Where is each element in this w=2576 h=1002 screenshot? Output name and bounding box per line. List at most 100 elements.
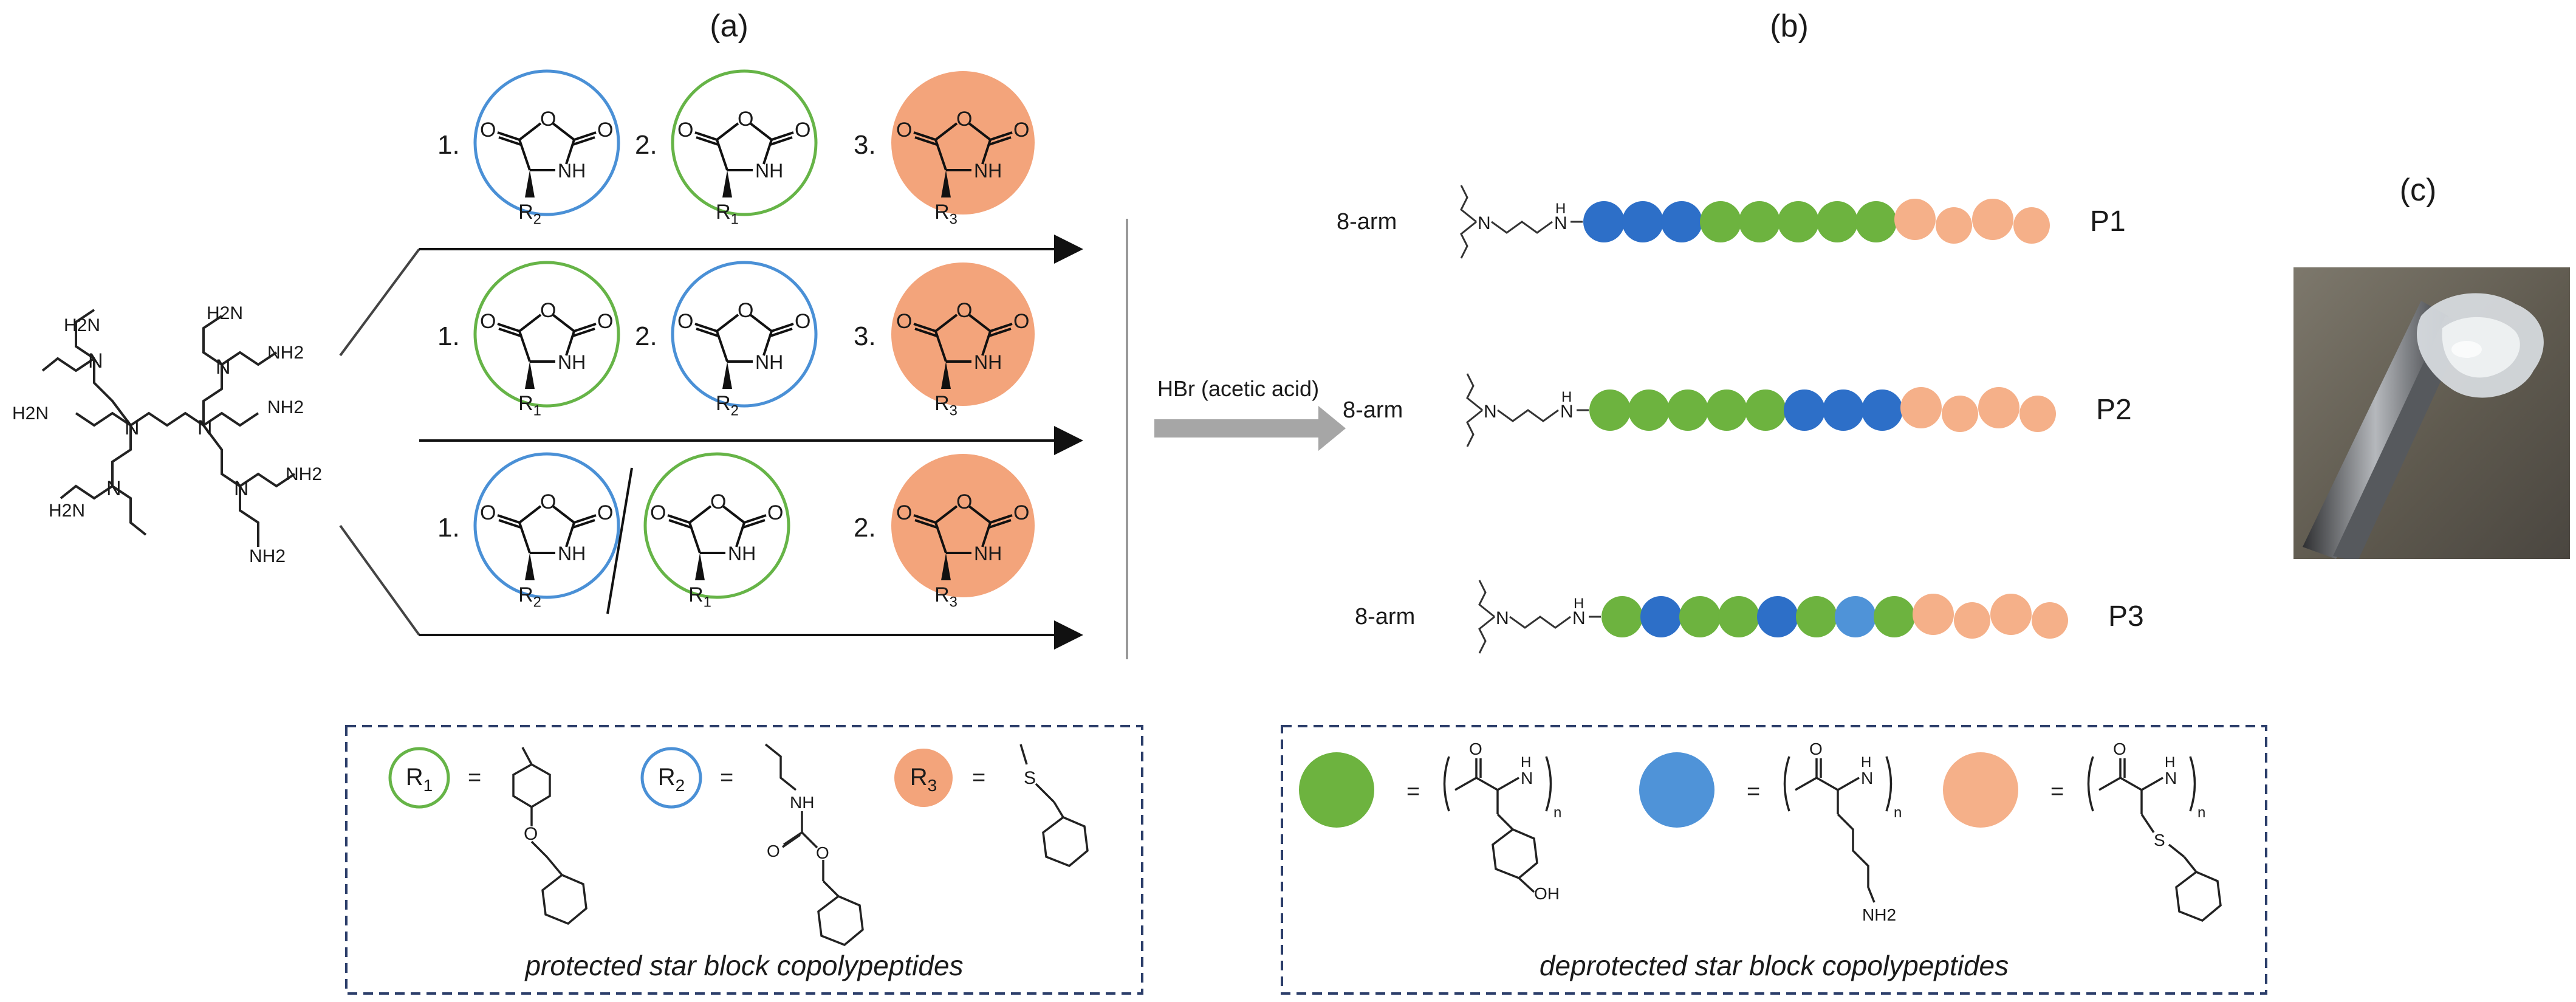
residue-oxygen: O [2113,739,2126,758]
mixture-slash [606,467,633,614]
residue-n: N [1861,769,1873,788]
bead-orange [1978,387,2019,428]
nca-carbonyl-oxygen: O [480,310,496,333]
legend-box-deprotected [1281,725,2267,995]
bead-green [1817,201,1858,242]
nca-carbonyl-oxygen: O [480,118,496,142]
linker-h: H [1555,201,1566,217]
bead-dark-blue [1583,201,1625,242]
core-amine-label: H2N [49,501,85,521]
bead-orange [1972,199,2013,240]
nca-carbonyl-oxygen: O [896,501,912,524]
residue-sub-n: n [2197,805,2205,821]
deprotection-arrow [1154,406,1346,451]
nca-ring-oxygen: O [540,490,556,513]
residue-h: H [2165,754,2175,770]
bead-dark-blue [1622,201,1663,242]
r2-structure [764,743,864,947]
bead-green [1718,596,1759,637]
nca-nh: NH [558,160,586,182]
bead-blue [1835,596,1876,637]
polymer-label: P1 [2090,205,2126,238]
legend-equals: = [2050,779,2064,805]
nca-carbonyl-oxygen: O [677,118,693,142]
nca-carbonyl-oxygen: O [896,118,912,142]
nca-side-chain-label: R1 [716,201,739,228]
legend-box-protected [345,725,1143,995]
residue-h: H [1861,754,1871,770]
nca-ring-oxygen: O [956,108,972,131]
bead-dark-blue [1784,389,1825,431]
legend-caption-protected: protected star block copolypeptides [524,950,963,981]
bead-green [1796,596,1837,637]
bead-green [1739,201,1780,242]
step-number: 2. [635,321,657,351]
nca-ring-oxygen: O [738,108,753,131]
legend-r-label: R2 [658,764,685,795]
bead-orange [2013,207,2050,244]
core-amine-label: NH2 [249,546,286,566]
residue-oxygen: O [1469,739,1482,758]
bead-orange [1894,199,1936,240]
nca-carbonyl-oxygen: O [597,310,613,333]
nca-nh: NH [755,351,783,373]
step-number: 3. [854,321,876,351]
nca-carbonyl-oxygen: O [767,501,783,524]
panel-label-b: (b) [1770,9,1809,44]
nca-side-chain-label: R3 [934,583,957,611]
residue-nh2: NH2 [1862,905,1896,924]
nca-ring-oxygen: O [540,299,556,322]
core-amine-label: H2N [207,303,243,323]
residue-sub-n: n [1894,805,1902,821]
core-n-label: N [106,477,122,500]
nca-side-chain-label: R1 [688,583,711,611]
bead-dark-blue [1661,201,1702,242]
bead-green [1667,389,1708,431]
legend-equals: = [1747,779,1760,805]
r2-oxygen: O [816,843,829,862]
nca-nh: NH [558,351,586,373]
reagent-label: HBr (acetic acid) [1157,376,1319,401]
nca-carbonyl-oxygen: O [597,118,613,142]
nca-side-chain-label: R1 [518,392,541,419]
bead-green [1679,596,1721,637]
step-number: 2. [635,130,657,160]
bead-green [1706,389,1747,431]
polymer-label: P2 [2096,394,2132,426]
legend-r-group-1: R1= [388,747,481,809]
nca-monomer-green: O O O NH R1 [473,261,620,419]
nca-nh: NH [728,543,756,564]
route-fan-lines [339,248,420,636]
core-n-label: N [216,355,231,379]
nca-side-chain-label: R2 [716,392,739,419]
legend-r-label: R1 [406,764,433,795]
bead-orange [1942,396,1978,432]
arm-label: 8-arm [1337,209,1397,235]
core-n-label: N [197,416,213,439]
linker-h: H [1574,595,1584,612]
legend-r-group-3: R3= [894,749,985,807]
residue-n: N [2165,769,2177,788]
bead-orange [1900,387,1942,428]
nca-nh: NH [974,543,1002,564]
bead-green [1601,596,1643,637]
residue-n: N [1521,769,1533,788]
panel-label-a: (a) [710,9,748,44]
r2-nh: NH [790,793,814,812]
nca-ring-oxygen: O [540,108,556,131]
step-number: 2. [854,513,876,543]
step-number: 1. [437,130,460,160]
bead-green [1628,389,1670,431]
nca-ring-oxygen: O [956,299,972,322]
